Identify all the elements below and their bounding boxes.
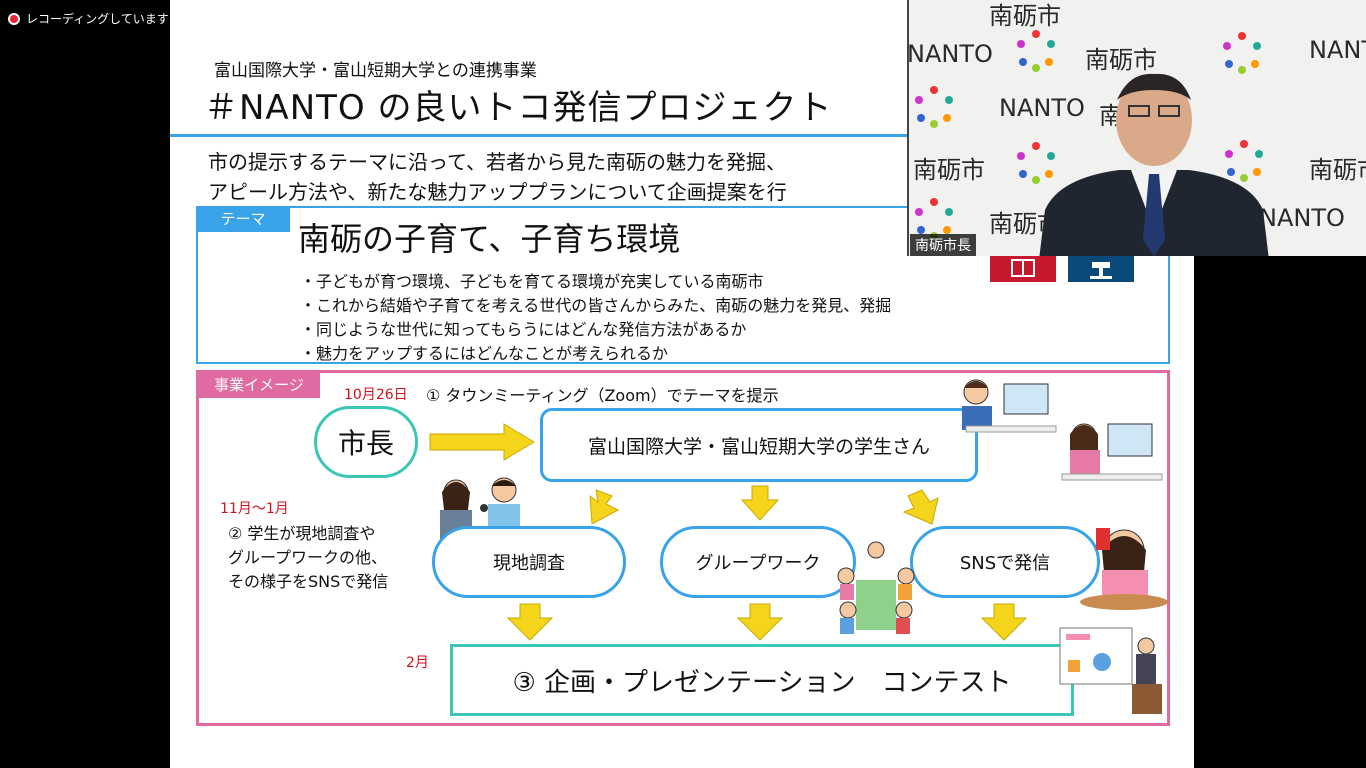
backdrop-text: 南砺市	[989, 0, 1061, 31]
presentation-illustration	[1058, 626, 1168, 718]
step3-date: 2月	[406, 652, 429, 672]
arrow-down-icon	[900, 490, 940, 526]
arrow-down-icon	[742, 486, 778, 522]
theme-bullet: ・魅力をアップするにはどんなことが考えられるか	[300, 340, 668, 364]
backdrop-text: NANTO	[1259, 204, 1345, 232]
student-laptop-illustration	[956, 372, 1066, 442]
video-tile-mayor[interactable]: 南砺市 南砺市 南砺市 南砺市 南砺市 NANTO NANTO NANTO NA…	[907, 0, 1366, 256]
intro-line-2: アピール方法や、新たな魅力アッププランについて企画提案を行	[208, 176, 787, 205]
backdrop-text: NANTO	[1309, 36, 1366, 64]
backdrop-text: NANTO	[907, 40, 993, 68]
arrow-down-icon	[738, 604, 782, 640]
arrow-right-icon	[430, 424, 540, 460]
arrow-down-icon	[582, 490, 622, 526]
nanto-logo-icon	[911, 84, 957, 130]
arrow-down-icon	[508, 604, 552, 640]
activity-sns-post: SNSで発信	[910, 526, 1100, 598]
student-laptop-illustration	[1058, 414, 1168, 484]
speaker-person	[1039, 70, 1269, 256]
slide-title: ＃NANTO の良いトコ発信プロジェクト	[204, 80, 832, 129]
mayor-node: 市長	[314, 406, 418, 478]
sdg-justice-icon	[1068, 252, 1134, 282]
business-image-tag: 事業イメージ	[198, 372, 320, 398]
participant-name-label: 南砺市長	[910, 234, 976, 256]
step2-line: ② 学生が現地調査や	[228, 520, 375, 544]
sdg-education-icon	[990, 252, 1056, 282]
arrow-down-icon	[982, 604, 1026, 640]
theme-title: 南砺の子育て、子育ち環境	[298, 214, 680, 260]
step1-text: ① タウンミーティング（Zoom）でテーマを提示	[426, 382, 779, 406]
recording-indicator: レコーディングしています	[8, 10, 169, 27]
slide-subtitle: 富山国際大学・富山短期大学との連携事業	[214, 56, 537, 81]
theme-bullet: ・子どもが育つ環境、子どもを育てる環境が充実している南砺市	[300, 268, 764, 292]
record-icon	[8, 13, 20, 25]
nanto-logo-icon	[1013, 28, 1059, 74]
contest-node: ③ 企画・プレゼンテーション コンテスト	[450, 644, 1074, 716]
recording-label: レコーディングしています	[26, 10, 169, 27]
activity-group-work: グループワーク	[660, 526, 856, 598]
students-node: 富山国際大学・富山短期大学の学生さん	[540, 408, 978, 482]
step1-date: 10月26日	[344, 384, 408, 404]
intro-line-1: 市の提示するテーマに沿って、若者から見た南砺の魅力を発掘、	[208, 146, 786, 175]
backdrop-text: 南砺市	[1309, 150, 1366, 185]
step2-line: その様子をSNSで発信	[228, 568, 388, 592]
activity-field-survey: 現地調査	[432, 526, 626, 598]
theme-bullet: ・同じような世代に知ってもらうにはどんな発信方法があるか	[300, 316, 746, 340]
group-work-illustration	[834, 540, 918, 636]
step2-line: グループワークの他、	[228, 544, 387, 568]
theme-bullet: ・これから結婚や子育てを考える世代の皆さんからみた、南砺の魅力を発見、発掘	[300, 292, 891, 316]
sns-illustration	[1074, 522, 1164, 612]
step2-date: 11月～1月	[220, 498, 289, 518]
backdrop-text: 南砺市	[913, 150, 985, 185]
theme-tag: テーマ	[196, 206, 290, 232]
